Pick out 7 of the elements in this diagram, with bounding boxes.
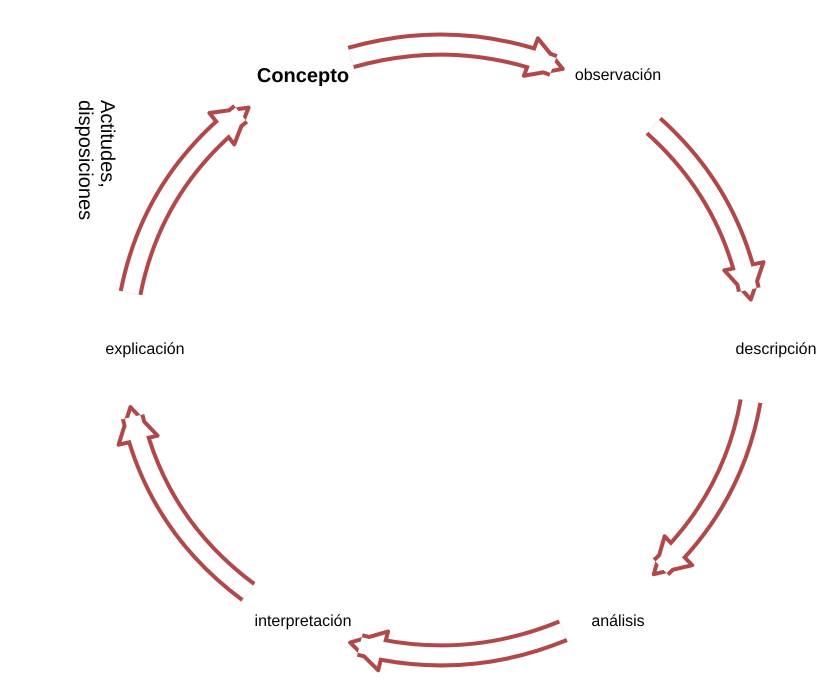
stage-label: interpretación [254,610,352,634]
stage-label: explicación [105,338,185,362]
stage-label: descripción [736,338,816,362]
stage-label: análisis [591,610,645,634]
stage-label: Concepto [256,62,350,90]
rotated-label: Actitudes, disposiciones [74,100,118,222]
stage-label: observación [574,64,662,88]
